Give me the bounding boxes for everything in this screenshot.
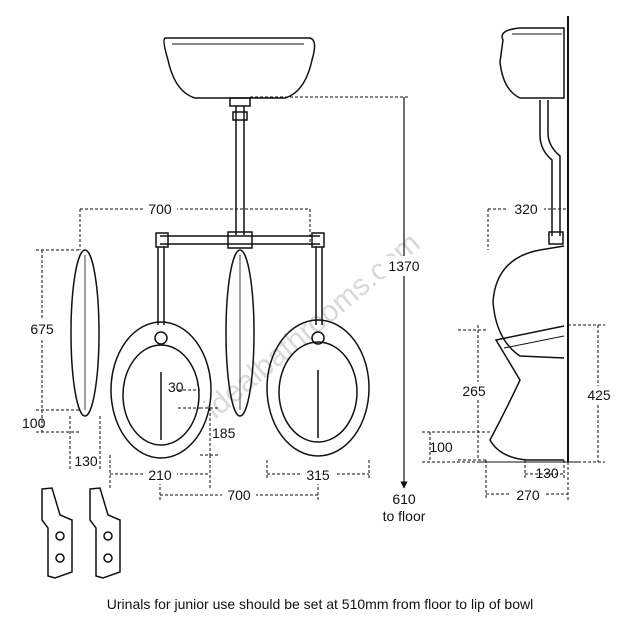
side-view: [478, 16, 578, 463]
partition-left: [70, 249, 100, 417]
side-pipe: [539, 100, 561, 236]
side-dimension-lines: [250, 96, 605, 500]
dim-depth: 320: [514, 201, 538, 217]
dim-foot: 130: [535, 465, 559, 481]
side-bowl: [489, 325, 565, 461]
partition-center: [225, 249, 255, 417]
bracket-left: [41, 487, 73, 579]
bowl-right: [266, 319, 370, 457]
cistern-front: [163, 37, 316, 99]
dim-spacing: 700: [227, 487, 251, 503]
dim-bowl-height: 425: [587, 387, 611, 403]
dim-pipe-spread: 700: [148, 201, 172, 217]
dim-side-bottom: 100: [429, 439, 453, 455]
front-view: [70, 37, 370, 459]
dim-lip: 265: [462, 383, 486, 399]
side-partition: [492, 245, 565, 359]
wall-brackets: [41, 487, 121, 579]
dim-height: 675: [30, 321, 54, 337]
dim-bottom-offset: 100: [22, 415, 46, 431]
dim-bowl-depth: 185: [212, 425, 236, 441]
flush-pipe: [235, 106, 245, 235]
dim-bowl-width: 210: [148, 467, 172, 483]
dim-to-floor-value: 610: [392, 491, 416, 507]
caption: Urinals for junior use should be set at …: [106, 596, 534, 612]
dim-width: 130: [74, 453, 98, 469]
bracket-right: [89, 487, 121, 579]
dim-bowl-offset: 30: [168, 379, 184, 395]
dim-bowl-outer: 315: [306, 467, 330, 483]
dim-total-height: 1370: [388, 258, 419, 274]
dim-overall-depth: 270: [516, 487, 540, 503]
bowl-left: [110, 321, 212, 459]
cistern-side: [499, 27, 565, 99]
dim-to-floor-label: to floor: [383, 508, 426, 524]
spreader-pipe: [160, 235, 320, 245]
